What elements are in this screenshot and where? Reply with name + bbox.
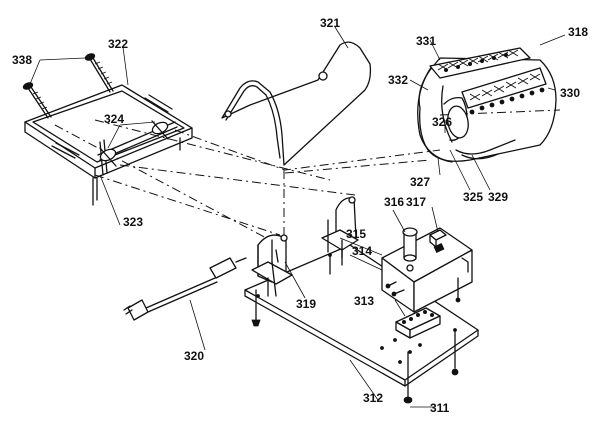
label-321: 321 [320, 16, 340, 30]
control-box [381, 227, 473, 313]
label-318: 318 [568, 25, 588, 39]
bent-rod [221, 41, 372, 166]
label-329: 329 [488, 190, 508, 204]
label-327: 327 [410, 175, 430, 189]
label-315: 315 [346, 227, 366, 241]
label-314: 314 [352, 244, 372, 258]
leader-lines [29, 26, 566, 408]
base-plate [244, 244, 479, 387]
label-312: 312 [363, 391, 383, 405]
label-332: 332 [388, 73, 408, 87]
label-317: 317 [406, 195, 426, 209]
label-313: 313 [354, 294, 374, 308]
label-338: 338 [12, 53, 32, 67]
fasteners [251, 247, 459, 404]
bolts [22, 53, 114, 119]
bracket-small [321, 196, 359, 259]
cylinder-head [417, 47, 557, 163]
frame-assembly [24, 84, 193, 206]
label-311: 311 [430, 401, 450, 415]
label-324: 324 [104, 112, 124, 126]
label-316: 316 [384, 195, 404, 209]
label-322: 322 [108, 37, 128, 51]
label-320: 320 [184, 349, 204, 363]
label-326: 326 [432, 115, 452, 129]
bracket-319 [251, 234, 293, 297]
terminal-block [395, 307, 441, 339]
label-323: 323 [123, 215, 143, 229]
label-325: 325 [463, 190, 483, 204]
label-330: 330 [560, 86, 580, 100]
label-319: 319 [296, 297, 316, 311]
label-331: 331 [416, 34, 436, 48]
power-cord [123, 257, 247, 321]
callout-labels: 311 312 313 314 315 316 317 318 319 320 … [12, 16, 588, 415]
